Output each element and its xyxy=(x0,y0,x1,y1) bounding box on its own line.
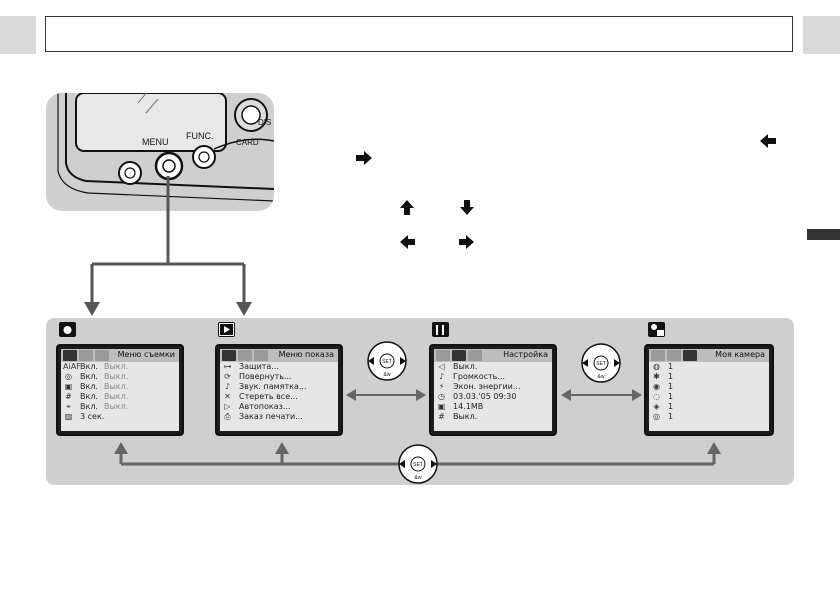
camera-label-disp: DIS xyxy=(258,118,271,127)
right-page-tab xyxy=(803,16,840,54)
shooting-mode-icon xyxy=(59,322,76,337)
setup-icon xyxy=(432,322,449,337)
screen-tab-bar: Моя камера xyxy=(649,349,769,362)
camera-label-menu: MENU xyxy=(142,137,169,147)
menu-row: ⌖Вкл.Выкл. xyxy=(66,402,129,411)
svg-text:SET: SET xyxy=(382,359,392,365)
arrow-right-icon-2 xyxy=(459,235,474,249)
menu-row: #Выкл. xyxy=(438,412,478,421)
left-page-tab xyxy=(0,16,36,54)
screen-title: Меню показа xyxy=(278,350,334,359)
my-camera-icon xyxy=(648,322,665,337)
screen-tab-bar: Меню показа xyxy=(220,349,338,362)
menu-row: ▷Автопоказ... xyxy=(224,402,291,411)
menu-row: ◉1 xyxy=(653,382,674,391)
menu-row: ⚡Экон. энергии... xyxy=(438,382,521,391)
svg-text:SET: SET xyxy=(413,462,423,468)
menu-row: ⎙Заказ печати... xyxy=(224,412,303,421)
screen-title: Моя камера xyxy=(715,350,765,359)
arrow-right-icon xyxy=(356,151,372,165)
menu-row: ♪Звук. памятка... xyxy=(224,382,307,391)
svg-text:&w: &w xyxy=(415,475,422,481)
menu-row: ◌1 xyxy=(653,392,674,401)
screen-title: Меню съемки xyxy=(117,350,175,359)
svg-text:SET: SET xyxy=(596,361,606,367)
menu-row: ♪Громкость... xyxy=(438,372,506,381)
chapter-marker xyxy=(807,229,840,240)
menu-row: ▣Вкл.Выкл. xyxy=(64,382,129,391)
playback-menu-screen: Меню показа ⊶Защита... ⟳Повернуть... ♪Зв… xyxy=(215,344,343,436)
menu-row: ◈1 xyxy=(653,402,674,411)
arrow-left-icon-2 xyxy=(400,235,415,249)
menu-row: ✕Стереть все... xyxy=(224,392,298,401)
screen-tab-bar: Меню съемки xyxy=(61,349,179,362)
screen-title: Настройка xyxy=(503,350,548,359)
arrow-left-icon xyxy=(760,134,776,148)
menu-row: ▣14.1MB xyxy=(437,402,484,411)
menu-row: #Вкл.Выкл. xyxy=(65,392,129,401)
menu-row: ◎Вкл.Выкл. xyxy=(65,372,129,381)
menu-row: ◍1 xyxy=(653,362,674,371)
setup-menu-screen: Настройка ◁Выкл. ♪Громкость... ⚡Экон. эн… xyxy=(429,344,557,436)
menu-row: ⟳Повернуть... xyxy=(224,372,292,381)
camera-back-illustration: MENU FUNC. DIS CARD xyxy=(46,93,274,211)
my-camera-menu-screen: Моя камера ◍1 ✱1 ◉1 ◌1 ◈1 ◎1 xyxy=(644,344,774,436)
arrow-down-icon xyxy=(460,200,474,215)
screen-tab-bar: Настройка xyxy=(434,349,552,362)
camera-label-func: FUNC. xyxy=(186,131,214,141)
playback-mode-icon xyxy=(218,322,235,337)
svg-text:&w: &w xyxy=(384,372,391,378)
menu-row: ✱1 xyxy=(653,372,674,381)
arrow-up-icon xyxy=(400,200,414,215)
control-dial-icon-2: SET &w xyxy=(581,343,621,383)
menu-row: ⊶Защита... xyxy=(223,362,279,371)
control-dial-icon-3: SET &w xyxy=(398,444,438,484)
menu-row: ◷03.03.'05 09:30 xyxy=(438,392,517,401)
camera-drawing: MENU FUNC. DIS CARD xyxy=(57,93,274,202)
menu-row: ◁Выкл. xyxy=(438,362,478,371)
page-header-box xyxy=(45,16,793,52)
control-dial-icon-1: SET &w xyxy=(367,341,407,381)
camera-label-card: CARD xyxy=(236,138,259,147)
menu-row: ▨3 сек. xyxy=(64,412,105,421)
svg-text:&w: &w xyxy=(598,374,605,380)
menu-row: ◎1 xyxy=(653,412,674,421)
